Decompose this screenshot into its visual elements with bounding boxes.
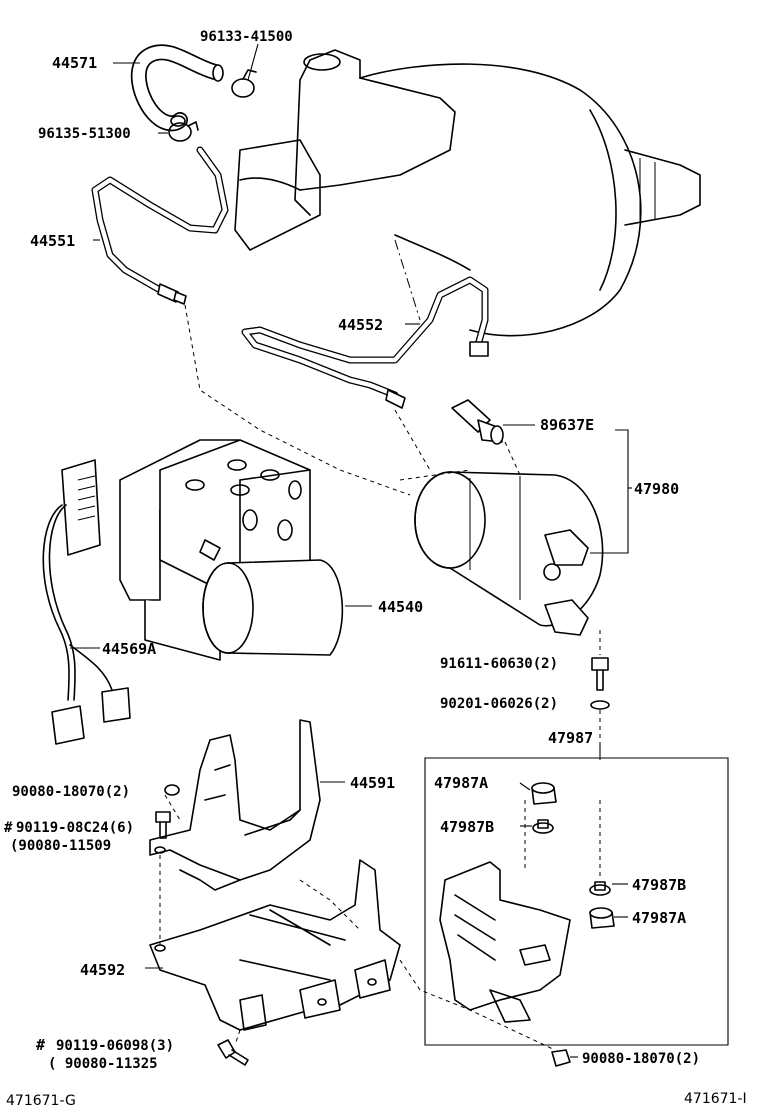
- tube-44551: [91, 146, 229, 305]
- label-91611-60630: 91611-60630(2): [440, 656, 558, 672]
- bolt-90119-08C24: [155, 811, 171, 839]
- clamp-96133: [231, 69, 257, 98]
- nut-90080-left: [164, 784, 180, 796]
- label-89637E: 89637E: [540, 416, 594, 434]
- label-90080-18070-bottom: 90080-18070(2): [582, 1051, 700, 1067]
- washer-90201: [590, 700, 610, 710]
- label-47987A-top: 47987A: [434, 774, 488, 792]
- clamp-96135: [168, 121, 199, 142]
- sensor-89637E: [451, 399, 504, 445]
- label-96133-41500: 96133-41500: [200, 29, 293, 45]
- mount-47987A-right: [589, 907, 615, 929]
- bolt-91611: [591, 657, 609, 691]
- label-44591: 44591: [350, 774, 395, 792]
- part-labels: 44571 96133-41500 96135-51300 44551 4455…: [4, 29, 747, 1109]
- group-box-47987: [424, 745, 729, 1046]
- pump-motor-47980: [414, 471, 604, 636]
- label-90080-11325: ( 90080-11325: [48, 1056, 158, 1072]
- label-44540: 44540: [378, 598, 423, 616]
- tube-44552: [241, 276, 489, 409]
- harness-44569A: [42, 459, 131, 745]
- figure-ref-left: 471671-G: [6, 1093, 76, 1109]
- bolt-90119-06098: [217, 1039, 249, 1066]
- brake-booster: [234, 49, 701, 337]
- leader-lines: [70, 43, 632, 1058]
- hash-mark-2: #: [36, 1036, 45, 1054]
- label-47987B-top: 47987B: [440, 818, 494, 836]
- label-44552: 44552: [338, 316, 383, 334]
- label-47987A-right: 47987A: [632, 909, 686, 927]
- label-96135-51300: 96135-51300: [38, 126, 131, 142]
- mount-47987B-right: [589, 881, 611, 896]
- bracket-44591: [149, 719, 321, 891]
- label-44551: 44551: [30, 232, 75, 250]
- mount-47987A-top: [531, 782, 557, 805]
- label-47987B-right: 47987B: [632, 876, 686, 894]
- figure-ref-right: 471671-I: [684, 1091, 747, 1107]
- abs-actuator-44540: [119, 439, 344, 661]
- label-90080-18070-left: 90080-18070(2): [12, 784, 130, 800]
- label-44592: 44592: [80, 961, 125, 979]
- bracket-44592: [149, 859, 401, 1031]
- label-90080-11509: (90080-11509: [10, 838, 111, 854]
- hash-mark-1: #: [4, 820, 13, 836]
- bracket-47987: [439, 861, 571, 1023]
- label-47980: 47980: [634, 480, 679, 498]
- label-90201-06026: 90201-06026(2): [440, 696, 558, 712]
- label-90119-06098: 90119-06098(3): [56, 1038, 174, 1054]
- label-44569A: 44569A: [102, 640, 156, 658]
- label-90119-08C24: 90119-08C24(6): [16, 820, 134, 836]
- label-44571: 44571: [52, 54, 97, 72]
- hose-44571: [130, 44, 224, 132]
- nut-90080-bottom: [551, 1049, 571, 1067]
- mount-47987B-top: [532, 819, 554, 834]
- label-47987: 47987: [548, 729, 593, 747]
